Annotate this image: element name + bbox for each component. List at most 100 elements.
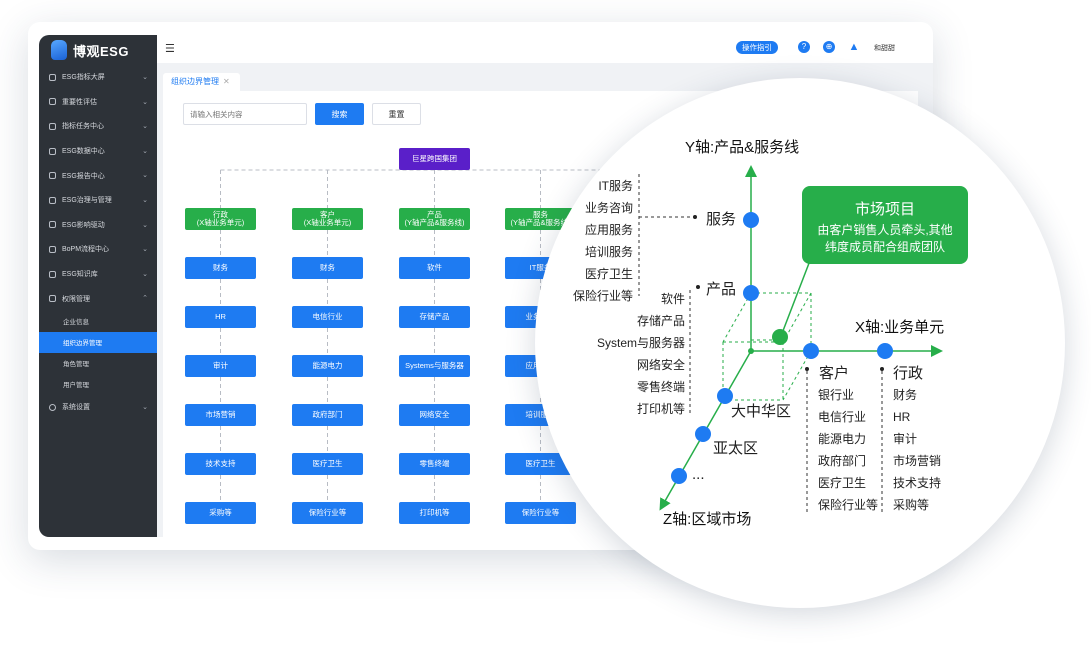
org-node[interactable]: 存储产品 [399,306,470,328]
search-button[interactable]: 搜索 [315,103,364,125]
list-item: 审计 [893,432,918,446]
dashboard-icon [49,73,56,81]
market-project-node [772,329,788,345]
org-node[interactable]: 市场营销 [185,404,256,426]
sidebar-item-0[interactable]: ESG指标大屏⌄ [39,65,157,90]
brand-logo-icon [51,40,67,60]
tab-close-icon[interactable]: ✕ [223,77,230,86]
user-name[interactable]: 和甜甜 [874,45,895,52]
help-icon[interactable]: ? [798,41,810,53]
sidebar-item-5[interactable]: ESG治理与管理 ⌄ [39,188,157,213]
org-node[interactable]: 审计 [185,355,256,377]
org-node[interactable]: 电信行业 [292,306,363,328]
org-node[interactable]: 保险行业等 [505,502,576,524]
org-node[interactable]: 零售终端 [399,453,470,475]
org-column-head[interactable]: 服务(Y轴产品&服务线) [505,208,576,230]
task-icon [49,122,56,130]
sidebar-item-8[interactable]: ESG知识库⌄ [39,262,157,287]
org-root-node[interactable]: 巨星跨国集团 [399,148,470,170]
org-node[interactable]: Systems与服务器 [399,355,470,377]
tab-label: 组织边界管理 [171,77,219,86]
org-node[interactable]: 政府部门 [292,404,363,426]
org-head-line: 行政 [213,210,228,220]
sidebar-item-6[interactable]: ESG影响驱动⌄ [39,213,157,238]
org-node[interactable]: 打印机等 [399,502,470,524]
org-node[interactable]: 医疗卫生 [292,453,363,475]
org-node[interactable]: 技术支持 [185,453,256,475]
org-node[interactable]: 医疗卫生 [505,453,576,475]
region-more-node [671,468,687,484]
chevron-down-icon: ⌄ [142,123,148,131]
sidebar-subitem-0[interactable]: 企业信息 [63,319,89,327]
list-item: 培训服务 [584,245,633,259]
chevron-down-icon: ⌄ [142,246,148,254]
list-item: 医疗卫生 [584,267,633,281]
callout-line1: 由客户销售人员牵头,其他 [817,223,953,237]
brand[interactable]: 博观ESG [39,35,157,65]
origin-node [748,348,754,354]
sidebar-item-label: ESG报告中心 [62,172,105,180]
org-column-head[interactable]: 客户(X轴业务单元) [292,208,363,230]
menu-toggle-icon[interactable]: ☰ [165,43,175,55]
chevron-down-icon: ⌄ [142,196,148,204]
org-node[interactable]: 能源电力 [292,355,363,377]
product-leader-dot [696,285,700,289]
customer-node [803,343,819,359]
org-node[interactable]: 采购等 [185,502,256,524]
customer-list: 银行业电信行业能源电力政府部门医疗卫生保险行业等 [818,384,878,516]
globe-icon[interactable]: ⊕ [823,41,835,53]
guide-button[interactable]: 操作指引 [736,41,778,54]
org-node[interactable]: 保险行业等 [292,502,363,524]
admin-leader-dot [880,367,884,371]
region1-node [717,388,733,404]
admin-node [877,343,893,359]
z-axis-title: Z轴:区域市场 [663,511,752,528]
org-node[interactable]: 网络安全 [399,404,470,426]
org-node[interactable]: 财务 [185,257,256,279]
sidebar: 博观ESG ESG指标大屏⌄重要性评估⌄指标任务中心⌄ESG数据中心⌄ESG报告… [39,35,157,537]
y-axis-title: Y轴:产品&服务线 [685,139,800,156]
list-item: 银行业 [818,388,855,402]
sidebar-item-label: 权限管理 [62,295,90,303]
sidebar-item-4[interactable]: ESG报告中心⌄ [39,163,157,188]
org-head-line: (Y轴产品&服务线) [510,218,571,227]
org-node[interactable]: 财务 [292,257,363,279]
bell-icon[interactable]: ▲ [848,41,860,53]
list-item: 零售终端 [636,380,685,394]
org-column-head[interactable]: 行政(X轴业务单元) [185,208,256,230]
list-item: 财务 [893,388,918,402]
admin-label: 行政 [893,365,924,382]
org-head-line: 服务 [533,210,548,220]
org-head-line: (Y轴产品&服务线) [404,218,465,227]
callout-line2: 纬度成员配合组成团队 [824,240,945,254]
sidebar-item-7[interactable]: BoPM流程中心⌄ [39,237,157,262]
reset-button[interactable]: 重置 [372,103,421,125]
tab-org-boundary[interactable]: 组织边界管理 ✕ [163,73,240,91]
org-column-head[interactable]: 产品(Y轴产品&服务线) [399,208,470,230]
chevron-down-icon: ⌄ [142,147,148,155]
sidebar-item-3[interactable]: ESG数据中心⌄ [39,139,157,164]
org-head-line: (X轴业务单元) [303,218,352,227]
sidebar-subitem-3[interactable]: 用户管理 [63,382,89,390]
search-input[interactable] [183,103,307,125]
sidebar-item-label: ESG治理与管理 [62,197,112,205]
org-node[interactable]: HR [185,306,256,328]
data-icon [49,147,56,155]
region2-label: 亚太区 [713,440,759,457]
list-item: 网络安全 [636,358,685,372]
sidebar-subitem-1[interactable]: 组织边界管理 [39,331,157,353]
list-item: 政府部门 [818,454,867,468]
list-item: 业务咨询 [584,201,633,215]
sidebar-subitem-2[interactable]: 角色管理 [63,361,89,369]
sidebar-item-2[interactable]: 指标任务中心 ⌄ [39,114,157,139]
region1-label: 大中华区 [731,403,792,420]
list-item: 软件 [660,292,685,306]
report-icon [49,172,56,180]
sidebar-item-settings[interactable]: 系统设置⌄ [39,395,157,420]
sidebar-item-1[interactable]: 重要性评估⌄ [39,90,157,115]
sidebar-item-9[interactable]: 权限管理⌃ [39,286,157,311]
org-node[interactable]: 软件 [399,257,470,279]
sidebar-item-label: 指标任务中心 [62,123,104,131]
chevron-down-icon: ⌄ [142,98,148,106]
